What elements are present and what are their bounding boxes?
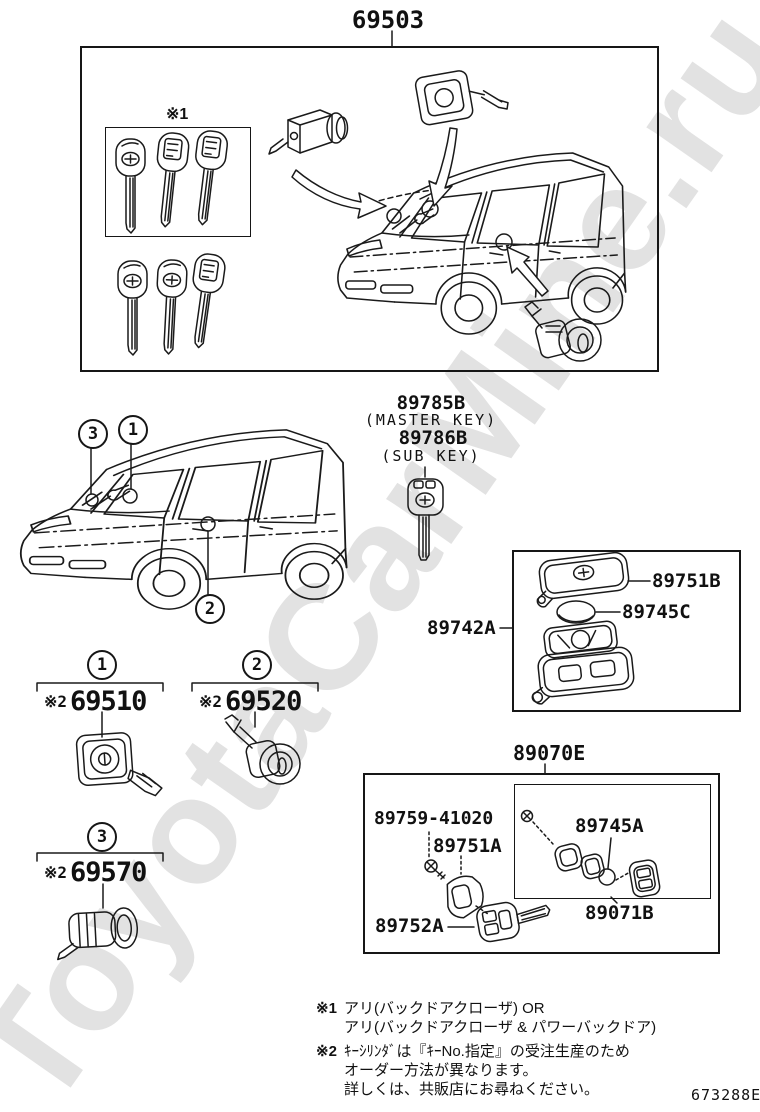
kit-part-number: 69503 <box>351 6 425 34</box>
inner-battery-part-number: 89745A <box>575 815 644 837</box>
footnote-1-line-1: アリ(バックドアクローザ) OR <box>344 1000 545 1017</box>
back-door-lock-drawing <box>524 301 602 362</box>
cylinder-69510-drawing <box>75 732 163 797</box>
footnote-1-mark: ※1 <box>316 1000 337 1017</box>
footnote-2-mark: ※2 <box>316 1043 337 1060</box>
door-frame-lock-drawing <box>414 70 509 126</box>
inner-battery-drawing <box>598 868 616 886</box>
footnote-2-line-2: オーダー方法が異なります。 <box>344 1062 538 1079</box>
key-89752A-drawing <box>476 901 551 943</box>
footnote-2-line-1: ｷｰｼﾘﾝﾀﾞは『ｷｰNo.指定』の受注生産のため <box>344 1043 630 1060</box>
transmitter-battery-part-number: 89745C <box>622 601 691 623</box>
master-key-part-number: 89785B <box>396 392 466 414</box>
bracket-69570 <box>36 852 164 862</box>
footnote-1-line-2: アリ(バックドアクローザ & パワーバックドア) <box>344 1019 657 1036</box>
cylinder-3-note-mark: ※2 <box>44 863 68 882</box>
inner-gasket-drawing <box>580 853 605 880</box>
screw-part-number: 89759-41020 <box>374 808 494 829</box>
cylinder-2-part-number-row: ※2 69520 <box>199 686 302 717</box>
arrow-ignition-to-van <box>291 169 387 219</box>
key-plate-part-number: 89752A <box>375 915 444 937</box>
cylinder-1-callout: 1 <box>87 650 117 680</box>
master-key-drawing <box>407 478 444 561</box>
transmitter-battery-drawing <box>556 600 596 624</box>
cover-part-number: 89751A <box>433 835 502 857</box>
bracket-69520 <box>191 682 319 692</box>
transmitter-assembly-part-number: 89742A <box>427 617 496 639</box>
pointer-arrows <box>291 127 549 297</box>
hood-lock-point-1 <box>386 208 402 224</box>
kit-box-69503 <box>80 46 659 372</box>
cylinder-1-note-mark: ※2 <box>44 692 68 711</box>
van-callout-3: 3 <box>78 419 108 449</box>
transmitter-cover-part-number: 89751B <box>652 570 721 592</box>
cylinder-3-callout: 3 <box>87 822 117 852</box>
cylinder-69520-drawing <box>224 714 301 785</box>
key-set-note-mark: ※1 <box>166 106 189 123</box>
cylinder-2-part-number: 69520 <box>225 686 302 717</box>
transmitter-box-89742A <box>512 550 741 712</box>
inner-screw-drawing <box>520 809 534 823</box>
housing-kit-box-89070E <box>363 773 720 954</box>
document-code: 673288E <box>691 1086 760 1104</box>
kit-van <box>337 152 627 335</box>
loose-key-set <box>117 251 228 356</box>
module-part-number: 89071B <box>585 902 654 924</box>
cover-89751A-drawing <box>446 875 484 919</box>
cylinder-3-part-number-row: ※2 69570 <box>44 857 147 888</box>
sub-key-caption: (SUB KEY) <box>381 447 481 465</box>
hood-lock-point-2 <box>421 200 439 218</box>
arrow-frame-to-van <box>428 127 458 207</box>
cylinder-2-note-mark: ※2 <box>199 692 223 711</box>
leader-89071B <box>610 896 618 904</box>
door-lock-point <box>495 233 513 251</box>
van-callout-1: 1 <box>118 415 148 445</box>
key-set-box <box>105 127 251 237</box>
van-callout-2: 2 <box>195 594 225 624</box>
screw-89759-drawing <box>424 859 446 880</box>
master-key-caption: (MASTER KEY) <box>364 411 498 429</box>
callout-2-point <box>200 516 216 532</box>
link-battery-to-case <box>615 871 631 881</box>
ignition-cylinder-drawing <box>268 109 349 155</box>
footnote-2-line-3: 詳しくは、共販店にお尋ねください。 <box>344 1081 600 1098</box>
link-screw-to-cover <box>532 821 554 845</box>
cylinder-69570-drawing <box>57 907 139 961</box>
callout-1-point <box>122 488 138 504</box>
bracket-69510 <box>36 682 164 692</box>
inner-cover-drawing <box>554 843 583 872</box>
arrow-door-to-lock <box>506 246 549 297</box>
sub-key-part-number: 89786B <box>398 427 468 449</box>
leader-89745A <box>607 837 612 869</box>
callout-3-point <box>85 493 99 507</box>
cylinder-2-callout: 2 <box>242 650 272 680</box>
callout-van <box>19 428 348 610</box>
transmitter-cover-drawing <box>536 551 630 608</box>
cylinder-3-part-number: 69570 <box>70 857 147 888</box>
cylinder-1-part-number-row: ※2 69510 <box>44 686 147 717</box>
housing-kit-part-number: 89070E <box>513 741 586 765</box>
inner-case-drawing <box>628 859 661 898</box>
boxed-key-set <box>115 128 230 234</box>
transmitter-module-drawing <box>543 620 618 659</box>
transmitter-case-drawing <box>531 646 635 705</box>
cylinder-1-part-number: 69510 <box>70 686 147 717</box>
